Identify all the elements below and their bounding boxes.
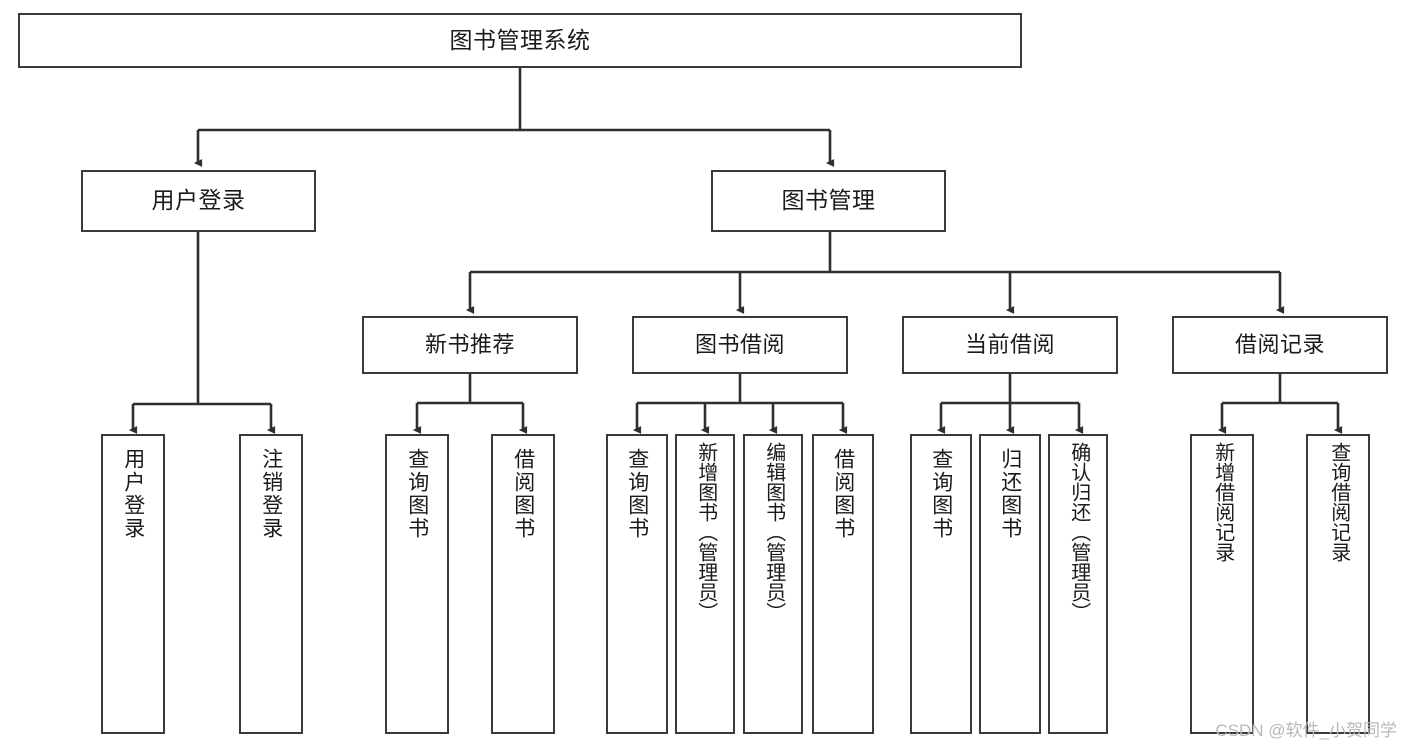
- node-new-book-recommend-label: 新书推荐: [424, 331, 515, 357]
- node-leaf-query-book-1-label: 查询图书: [405, 448, 429, 540]
- node-current-borrow[interactable]: 当前借阅: [902, 316, 1118, 374]
- node-leaf-query-book-2[interactable]: 查询图书: [606, 434, 668, 734]
- node-user-login[interactable]: 用户登录: [81, 170, 316, 232]
- node-leaf-add-book-label: 新增图书（管理员）: [694, 442, 717, 622]
- node-borrow-record-label: 借阅记录: [1234, 331, 1325, 357]
- node-leaf-query-record[interactable]: 查询借阅记录: [1306, 434, 1370, 734]
- node-book-management-label: 图书管理: [781, 187, 876, 214]
- node-leaf-user-login-label: 用户登录: [121, 448, 145, 540]
- node-leaf-query-book-3-label: 查询图书: [929, 448, 953, 540]
- node-leaf-confirm-return-label: 确认归还（管理员）: [1067, 442, 1090, 622]
- node-user-login-label: 用户登录: [151, 187, 246, 214]
- node-leaf-query-record-label: 查询借阅记录: [1327, 442, 1350, 562]
- node-book-borrow[interactable]: 图书借阅: [632, 316, 848, 374]
- node-book-management[interactable]: 图书管理: [711, 170, 946, 232]
- node-root[interactable]: 图书管理系统: [18, 13, 1022, 68]
- node-leaf-logout-login[interactable]: 注销登录: [239, 434, 303, 734]
- node-leaf-edit-book[interactable]: 编辑图书（管理员）: [743, 434, 803, 734]
- node-leaf-add-record[interactable]: 新增借阅记录: [1190, 434, 1254, 734]
- node-leaf-return-book-label: 归还图书: [998, 448, 1022, 540]
- node-leaf-borrow-book-2-label: 借阅图书: [831, 448, 855, 540]
- node-book-borrow-label: 图书借阅: [694, 331, 785, 357]
- node-leaf-confirm-return[interactable]: 确认归还（管理员）: [1048, 434, 1108, 734]
- node-leaf-query-book-3[interactable]: 查询图书: [910, 434, 972, 734]
- node-leaf-user-login[interactable]: 用户登录: [101, 434, 165, 734]
- node-leaf-borrow-book-2[interactable]: 借阅图书: [812, 434, 874, 734]
- node-leaf-add-book[interactable]: 新增图书（管理员）: [675, 434, 735, 734]
- node-leaf-borrow-book-1[interactable]: 借阅图书: [491, 434, 555, 734]
- node-root-label: 图书管理系统: [449, 26, 591, 53]
- node-current-borrow-label: 当前借阅: [964, 331, 1055, 357]
- node-leaf-query-book-1[interactable]: 查询图书: [385, 434, 449, 734]
- node-borrow-record[interactable]: 借阅记录: [1172, 316, 1388, 374]
- node-leaf-return-book[interactable]: 归还图书: [979, 434, 1041, 734]
- node-leaf-query-book-2-label: 查询图书: [625, 448, 649, 540]
- node-new-book-recommend[interactable]: 新书推荐: [362, 316, 578, 374]
- node-leaf-edit-book-label: 编辑图书（管理员）: [762, 442, 785, 622]
- watermark-text: CSDN @软件_小贺同学: [1215, 721, 1397, 740]
- node-leaf-add-record-label: 新增借阅记录: [1211, 442, 1234, 562]
- node-leaf-borrow-book-1-label: 借阅图书: [511, 448, 535, 540]
- node-leaf-logout-login-label: 注销登录: [259, 448, 283, 540]
